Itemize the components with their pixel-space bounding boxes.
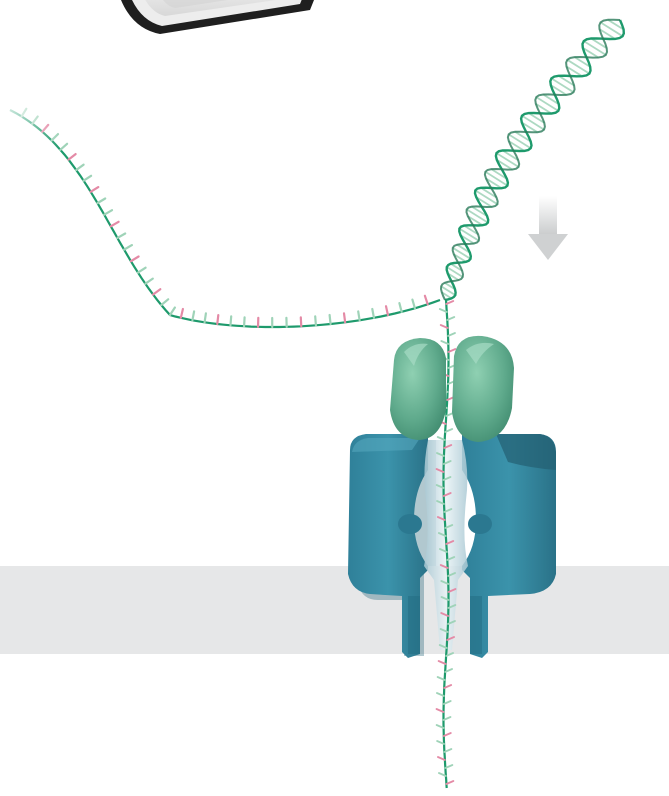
dna-base <box>344 313 345 322</box>
dna-base <box>438 437 445 440</box>
dna-base <box>98 199 106 204</box>
dna-base <box>446 301 453 304</box>
dna-base <box>445 765 452 768</box>
dna-base <box>131 257 139 262</box>
dna-base <box>111 222 119 226</box>
dna-base <box>69 154 76 160</box>
dna-base <box>438 677 445 680</box>
dna-base <box>76 165 83 170</box>
dna-base <box>412 300 414 309</box>
double-helix-dna <box>441 20 624 300</box>
dna-base <box>145 279 152 284</box>
dna-base <box>104 210 112 214</box>
dna-base <box>425 296 428 305</box>
dna-base <box>205 313 206 322</box>
dna-base <box>372 309 374 318</box>
dna-base <box>181 309 183 318</box>
dna-base <box>358 311 359 320</box>
base-pair <box>601 22 623 36</box>
dna-base <box>446 781 453 784</box>
dna-base <box>217 315 218 324</box>
dna-base <box>60 144 67 150</box>
down-arrow-icon <box>528 196 568 260</box>
single-strand-dna <box>10 109 440 327</box>
dna-base <box>447 317 454 320</box>
dna-base <box>84 176 92 181</box>
dna-base <box>444 749 451 752</box>
motor-protein <box>390 336 514 442</box>
base-pair <box>551 78 573 92</box>
dna-base <box>138 268 146 273</box>
dna-base <box>117 234 125 238</box>
dna-base <box>439 661 446 664</box>
dna-base <box>153 289 160 294</box>
dna-base <box>399 303 401 312</box>
dna-base <box>230 316 231 325</box>
dna-base <box>91 187 99 192</box>
base-pair <box>584 41 606 55</box>
dna-base <box>330 315 331 324</box>
base-pair <box>567 60 589 74</box>
sequencer-device-corner <box>112 0 330 34</box>
dna-base <box>170 308 175 316</box>
base-pair <box>536 97 558 111</box>
dna-base <box>161 299 168 305</box>
dna-base <box>192 311 194 320</box>
membrane-band <box>0 566 669 654</box>
dna-base <box>124 245 132 250</box>
dna-base <box>315 316 316 325</box>
dna-base <box>244 317 245 326</box>
dna-base <box>437 693 444 696</box>
dna-base <box>386 306 388 315</box>
